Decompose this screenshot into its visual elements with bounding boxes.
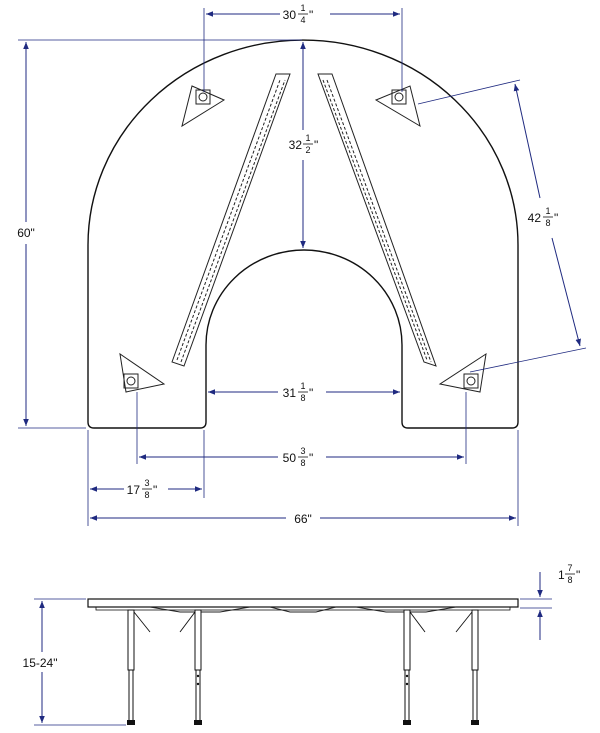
dim-cutout-width-unit: ": [309, 386, 313, 400]
side-view: [87, 598, 519, 725]
leg-bracket-bottom-right: [438, 352, 487, 393]
leg-bracket-bottom-left: [119, 352, 166, 393]
dim-diagonal-leg-den: 8: [545, 218, 550, 228]
dim-top-thickness: 1 7 8 ": [520, 563, 580, 640]
leg-bracket-top-left: [181, 85, 226, 128]
dim-diagonal-leg-whole: 42: [528, 211, 542, 225]
dim-leg-spacing: 50 3 8 ": [136, 392, 467, 468]
dim-inner-depth: 32 1 2 ": [289, 42, 318, 248]
dim-top-opening-unit: ": [309, 8, 313, 22]
dim-leg-spacing-whole: 50: [283, 451, 297, 465]
support-rail-left: [171, 73, 291, 367]
dim-top-thickness-num: 7: [567, 563, 572, 573]
dim-arm-width-den: 8: [144, 490, 149, 500]
dim-arm-width-num: 3: [144, 478, 149, 488]
side-leg-1: [127, 609, 151, 725]
dim-overall-depth: 60": [17, 39, 302, 429]
dim-overall-width-text: 66": [294, 512, 312, 526]
dim-inner-depth-whole: 32: [289, 138, 303, 152]
dim-top-opening-den: 4: [300, 15, 305, 25]
dim-arm-width-unit: ": [153, 483, 157, 497]
dim-overall-width: 66": [90, 430, 519, 526]
support-rail-right: [317, 73, 437, 367]
side-leg-2: [179, 609, 202, 725]
dim-arm-width-whole: 17: [127, 483, 141, 497]
dim-top-opening-whole: 30: [283, 8, 297, 22]
dim-leg-spacing-den: 8: [300, 458, 305, 468]
dim-arm-width: 17 3 8 ": [87, 430, 205, 526]
dim-inner-depth-den: 2: [305, 145, 310, 155]
dim-cutout-width: 31 1 8 ": [208, 381, 400, 403]
dim-diagonal-leg: 42 1 8 ": [417, 79, 587, 373]
dim-height-range-text: 15-24": [23, 656, 58, 670]
dim-diagonal-leg-unit: ": [554, 211, 558, 225]
dim-cutout-width-whole: 31: [283, 386, 297, 400]
dim-leg-spacing-unit: ": [309, 451, 313, 465]
dim-inner-depth-unit: ": [314, 138, 318, 152]
side-leg-4: [455, 609, 479, 725]
dim-inner-depth-num: 1: [305, 133, 310, 143]
dim-overall-depth-text: 60": [17, 226, 35, 240]
side-leg-3: [403, 609, 426, 725]
dim-top-thickness-whole: 1: [558, 568, 565, 582]
leg-bracket-top-right: [374, 85, 421, 128]
side-tabletop: [87, 598, 519, 608]
dim-cutout-width-den: 8: [300, 393, 305, 403]
dim-top-opening: 30 1 4 ": [203, 3, 403, 92]
dim-height-range: 15-24": [23, 598, 126, 726]
dim-top-thickness-unit: ": [576, 568, 580, 582]
dim-top-opening-num: 1: [300, 3, 305, 13]
dim-leg-spacing-num: 3: [300, 446, 305, 456]
dim-diagonal-leg-num: 1: [545, 206, 550, 216]
dim-cutout-width-num: 1: [300, 381, 305, 391]
dim-top-thickness-den: 8: [567, 575, 572, 585]
